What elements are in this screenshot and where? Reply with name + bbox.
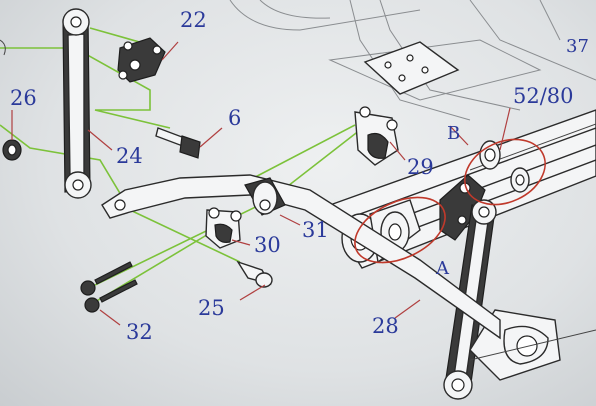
callout-37: 37 [566, 36, 589, 57]
bolts [80, 261, 138, 313]
highlight-circle-a [354, 196, 446, 264]
callout-6: 6 [228, 106, 242, 130]
callout-52-80: 52/80 [513, 84, 574, 108]
callout-28: 28 [372, 314, 399, 338]
bar-bushing [244, 177, 286, 216]
callout-31: 31 [302, 218, 329, 242]
callout-32: 32 [126, 320, 153, 344]
stabilizer-link-left [62, 8, 92, 199]
callout-29: 29 [407, 155, 434, 179]
callout-25: 25 [198, 296, 225, 320]
axle-clamp-bracket [469, 309, 596, 381]
callout-30: 30 [254, 233, 281, 257]
clamp-upper [354, 106, 399, 166]
callout-26: 26 [10, 86, 37, 110]
callout-24: 24 [116, 144, 143, 168]
assembly-lines [0, 27, 361, 306]
clamp-lower [205, 207, 242, 249]
callout-b: B [447, 123, 461, 144]
leader-lines [11, 41, 511, 326]
bracket [117, 37, 166, 83]
callout-a: A [436, 258, 449, 279]
mounting-plate [363, 41, 460, 95]
bolt [155, 127, 201, 159]
washer [0, 39, 22, 161]
pin [236, 260, 273, 288]
highlight-circle-b [464, 138, 546, 206]
stabilizer-bar [101, 174, 501, 340]
callout-22: 22 [180, 8, 207, 32]
